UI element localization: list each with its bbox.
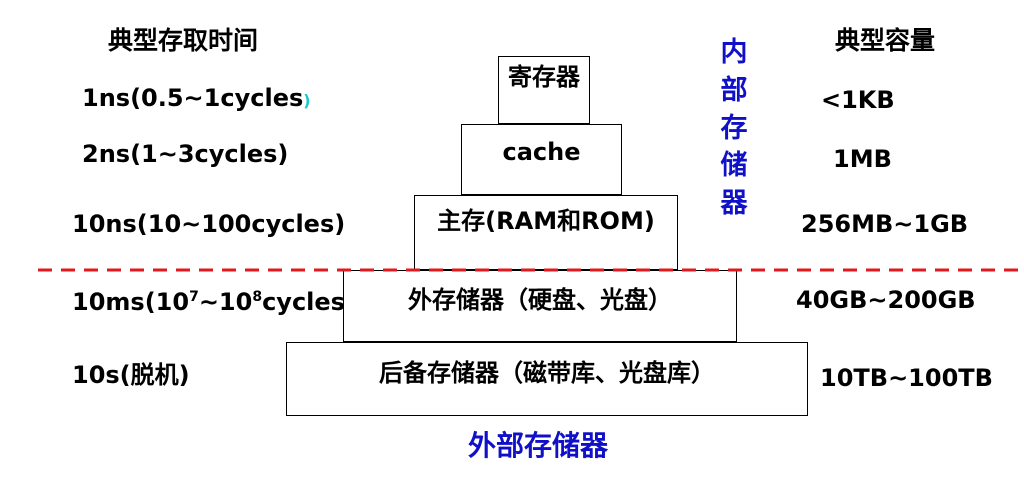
- capacity-external-storage: 40GB~200GB: [796, 286, 976, 314]
- cache-box: cache: [461, 124, 622, 195]
- register-label: 寄存器: [508, 63, 580, 91]
- internal-char-2: 部: [720, 74, 748, 106]
- internal-external-divider: [38, 268, 1018, 272]
- time-ext-exp2: 8: [252, 289, 263, 305]
- internal-char-3: 存: [720, 112, 748, 144]
- time-ext-b: ~10: [198, 288, 253, 316]
- register-box: 寄存器: [498, 56, 590, 124]
- time-ext-c: cycles): [262, 288, 356, 316]
- time-cache: 2ns(1~3cycles): [82, 140, 289, 168]
- internal-char-1: 内: [720, 37, 748, 68]
- internal-char-4: 储: [720, 150, 748, 182]
- access-time-header: 典型存取时间: [108, 26, 259, 55]
- capacity-backup-storage: 10TB~100TB: [820, 364, 993, 392]
- time-main-memory: 10ns(10~100cycles): [72, 210, 346, 238]
- capacity-header: 典型容量: [835, 26, 936, 55]
- time-ext-exp1: 7: [189, 289, 199, 305]
- internal-memory-label: 内 部 存 储 器: [718, 34, 750, 223]
- internal-char-5: 器: [720, 188, 748, 220]
- external-storage-box: 外存储器（硬盘、光盘）: [343, 270, 737, 342]
- time-register: 1ns(0.5~1cycles): [82, 86, 311, 110]
- time-register-text: 1ns(0.5~1cycles: [82, 84, 304, 112]
- time-ext-a: 10ms(10: [72, 288, 190, 316]
- external-memory-caption: 外部存储器: [468, 429, 609, 462]
- time-register-paren: ): [303, 91, 311, 110]
- main-memory-label: 主存(RAM和ROM): [437, 207, 655, 235]
- main-memory-box: 主存(RAM和ROM): [414, 195, 678, 270]
- backup-storage-box: 后备存储器（磁带库、光盘库）: [286, 342, 808, 416]
- external-storage-label: 外存储器（硬盘、光盘）: [408, 286, 672, 314]
- time-backup-storage: 10s(脱机): [72, 361, 190, 389]
- capacity-cache: 1MB: [833, 145, 892, 173]
- time-external-storage: 10ms(107~108cycles): [72, 290, 356, 314]
- cache-label: cache: [502, 138, 581, 166]
- capacity-main-memory: 256MB~1GB: [801, 210, 969, 238]
- backup-storage-label: 后备存储器（磁带库、光盘库）: [379, 359, 715, 387]
- capacity-register: <1KB: [821, 86, 895, 114]
